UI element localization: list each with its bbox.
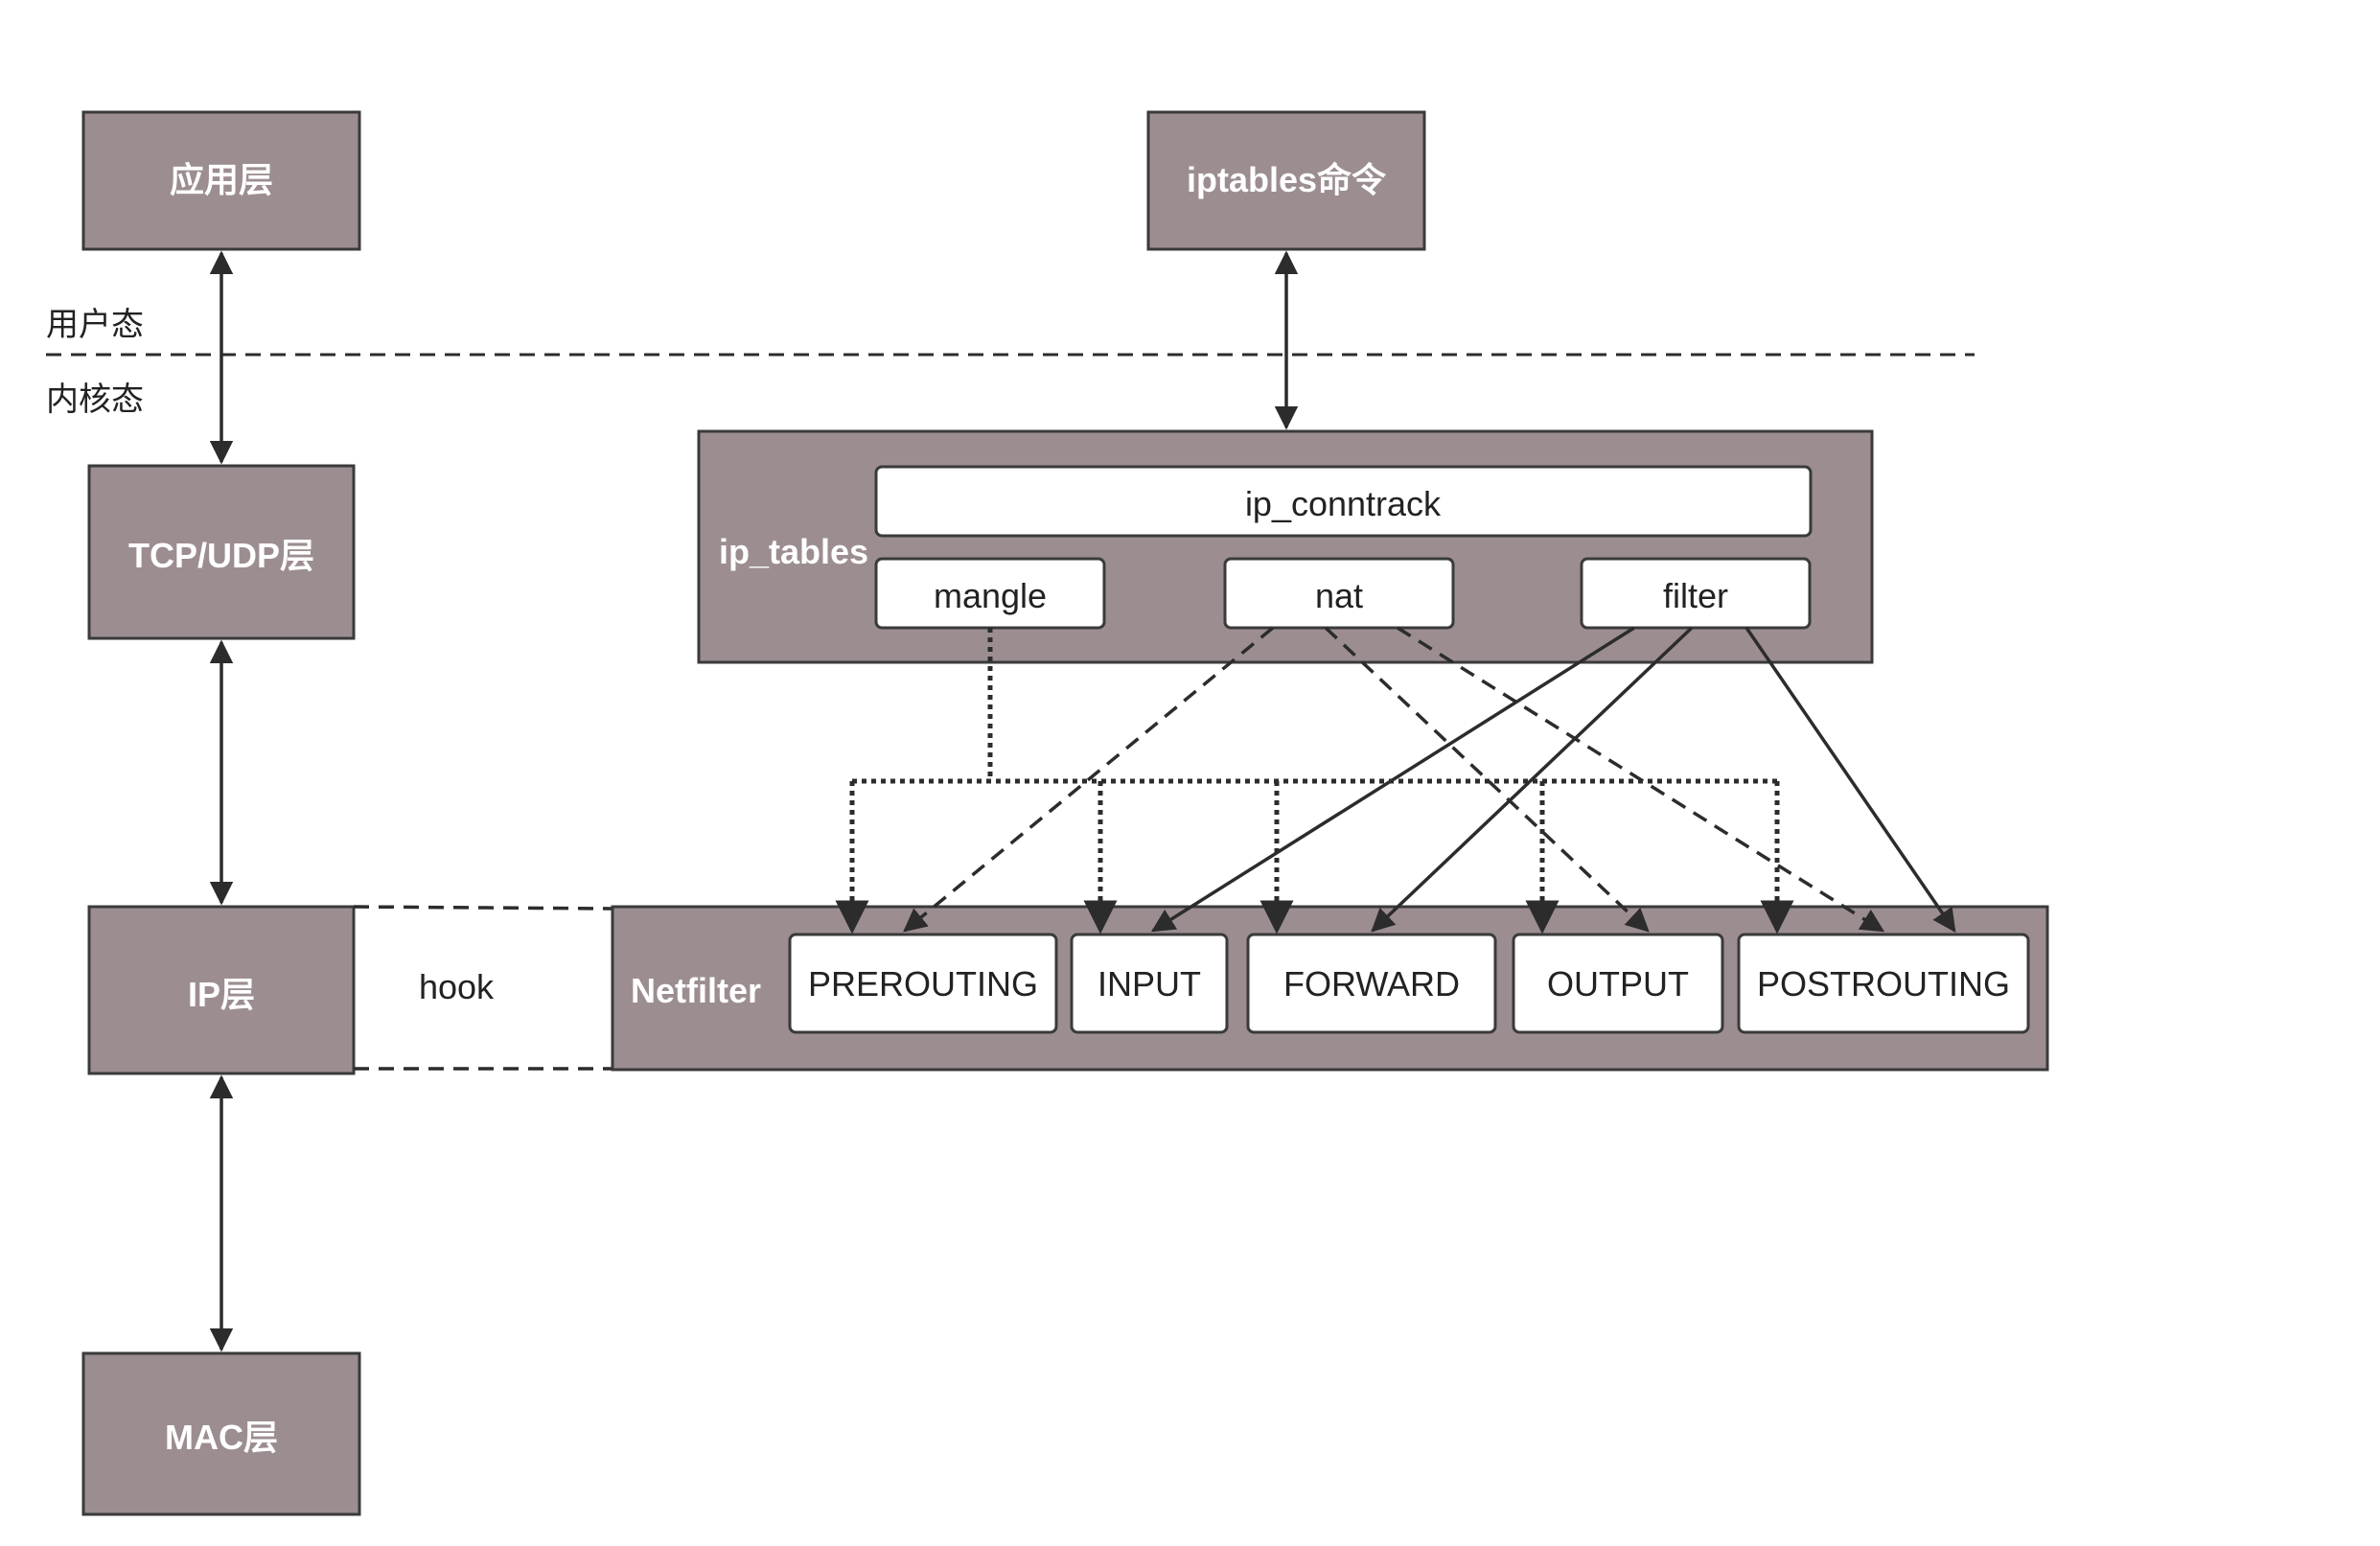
- link-filter-input: [1150, 626, 1635, 933]
- hook-label: hook: [419, 967, 495, 1006]
- table-hook-links: [835, 626, 1956, 935]
- application-layer-label: 应用层: [170, 160, 273, 199]
- hook-box-postrouting: [1737, 933, 2030, 1034]
- hook-label-output: OUTPUT: [1547, 964, 1689, 1004]
- hook-label-forward: FORWARD: [1283, 964, 1460, 1004]
- hook-box-input: [1070, 933, 1229, 1034]
- link-filter-postrouting: [1745, 627, 1956, 934]
- ip-tables-label: ip_tables: [719, 532, 868, 571]
- table-box-filter: [1580, 557, 1812, 630]
- link-nat-postrouting: [1397, 626, 1885, 933]
- table-label-nat: nat: [1315, 576, 1363, 615]
- transport-layer-box: TCP/UDP层: [87, 464, 356, 640]
- iptables-command-label: iptables命令: [1187, 160, 1387, 199]
- hook-label-prerouting: PREROUTING: [808, 964, 1038, 1004]
- hook-label-input: INPUT: [1098, 964, 1201, 1004]
- link-filter-forward: [1371, 626, 1694, 933]
- netfilter-label: Netfilter: [631, 971, 761, 1010]
- ip-layer-box: IP层: [87, 905, 356, 1075]
- conntrack-label: ip_conntrack: [1245, 484, 1442, 523]
- conntrack-box: [874, 465, 1813, 538]
- hook-connector-top: [353, 905, 613, 911]
- hook-box-forward: [1246, 933, 1497, 1034]
- mac-layer-label: MAC层: [165, 1418, 278, 1457]
- table-label-filter: filter: [1663, 576, 1728, 615]
- ip-tables-container: ip_tables ip_conntrack mangle nat filter: [697, 429, 1874, 664]
- user-space-label: 用户态: [46, 306, 144, 344]
- iptables-command-box: iptables命令: [1146, 110, 1426, 251]
- netfilter-container: Netfilter PREROUTING INPUT FORWARD OUTPUT PO…: [611, 905, 2049, 1072]
- table-box-nat: [1223, 557, 1455, 630]
- link-nat-prerouting: [903, 626, 1275, 933]
- application-layer-box: 应用层: [81, 110, 361, 251]
- hook-label-postrouting: POSTROUTING: [1757, 964, 2010, 1004]
- mac-layer-box: MAC层: [81, 1351, 361, 1516]
- ip-layer-label: IP层: [188, 975, 255, 1014]
- transport-layer-label: TCP/UDP层: [128, 536, 314, 575]
- hook-box-prerouting: [788, 933, 1058, 1034]
- table-label-mangle: mangle: [934, 576, 1047, 615]
- hook-box-output: [1512, 933, 1724, 1034]
- kernel-space-label: 内核态: [46, 381, 144, 419]
